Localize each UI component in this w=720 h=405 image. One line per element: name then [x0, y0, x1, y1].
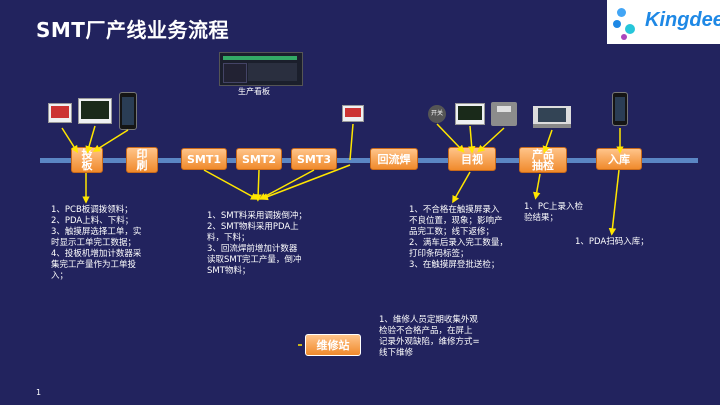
step-smt1: SMT1: [181, 148, 227, 170]
pda-scanner-icon: [612, 92, 628, 126]
note-repair: 1、维修人员定期收集外观 检验不合格产品，在屏上 记录外观缺陷，维修方式= 线下…: [379, 315, 480, 358]
arrow-monitor-feed: [61, 127, 79, 154]
pda-icon: [119, 92, 137, 130]
process-line: [40, 158, 698, 163]
counter-device-icon: [342, 105, 364, 122]
touch-monitor-icon: [48, 103, 72, 123]
arrow-switch-visual: [436, 123, 465, 153]
arrow-screen-visual: [467, 125, 476, 154]
note-inspect: 1、PC上录入检 验结果；: [524, 202, 583, 223]
arrow-smt2-note: [254, 169, 262, 202]
step-smt3: SMT3: [291, 148, 337, 170]
arrow-counter-line: [349, 123, 354, 161]
arrow-reflow-note: [260, 164, 351, 201]
note-visual: 1、不合格在触摸屏录入 不良位置，现象；影响产 品完工数；线下返修； 2、满车后…: [409, 205, 508, 270]
touch-screen-icon: [455, 103, 485, 125]
repair-station: 维修站: [305, 334, 361, 356]
arrow-screen-feed: [85, 125, 96, 154]
note-smt: 1、SMT料采用调拨倒冲； 2、SMT物料采用PDA上 料，下料； 3、回流焊前…: [207, 211, 307, 276]
logo-text: Kingdee: [645, 9, 720, 31]
laptop-icon: [533, 106, 571, 128]
arrow-pda-feed: [92, 129, 129, 152]
switch-icon: 开关: [428, 105, 446, 123]
kingdee-logo: Kingdee: [607, 0, 720, 44]
step-store: 入库: [596, 148, 642, 170]
production-board-label: 生产看板: [238, 87, 270, 96]
arrow-store-note: [608, 169, 620, 236]
arrow-inspect-note: [532, 173, 541, 200]
arrow-laptop-inspect: [542, 129, 553, 154]
arrow-printer-visual: [477, 127, 505, 153]
arrow-visual-note: [452, 171, 471, 204]
note-store: 1、PDA扫码入库；: [575, 237, 649, 247]
monitor-icon: [78, 98, 112, 124]
arrow-smt3-note: [258, 169, 315, 200]
note-feed: 1、PCB板调拨领料； 2、PDA上料、下料； 3、触摸屏选择工单，实 时显示工…: [51, 205, 142, 281]
label-printer-icon: [491, 102, 517, 126]
step-print: 印 刷: [126, 147, 158, 173]
page-title: SMT厂产线业务流程: [36, 18, 229, 42]
step-smt2: SMT2: [236, 148, 282, 170]
switch-label: 开关: [430, 110, 443, 117]
step-reflow: 回流焊: [370, 148, 418, 170]
arrow-smt1-note: [203, 169, 259, 200]
production-board-screen: [219, 52, 303, 86]
page-number: 1: [36, 388, 42, 397]
